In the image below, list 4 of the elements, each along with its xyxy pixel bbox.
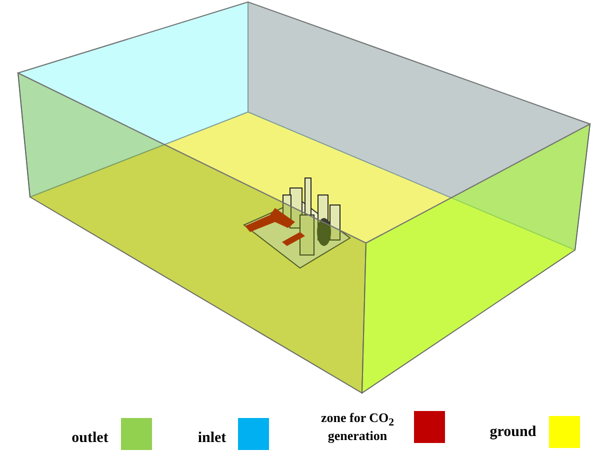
legend-label: ground [488,424,538,442]
legend-label: outlet [70,430,110,448]
legend-label: inlet [196,430,228,448]
legend-label: zone for CO$_{2}$ generation [320,411,396,444]
